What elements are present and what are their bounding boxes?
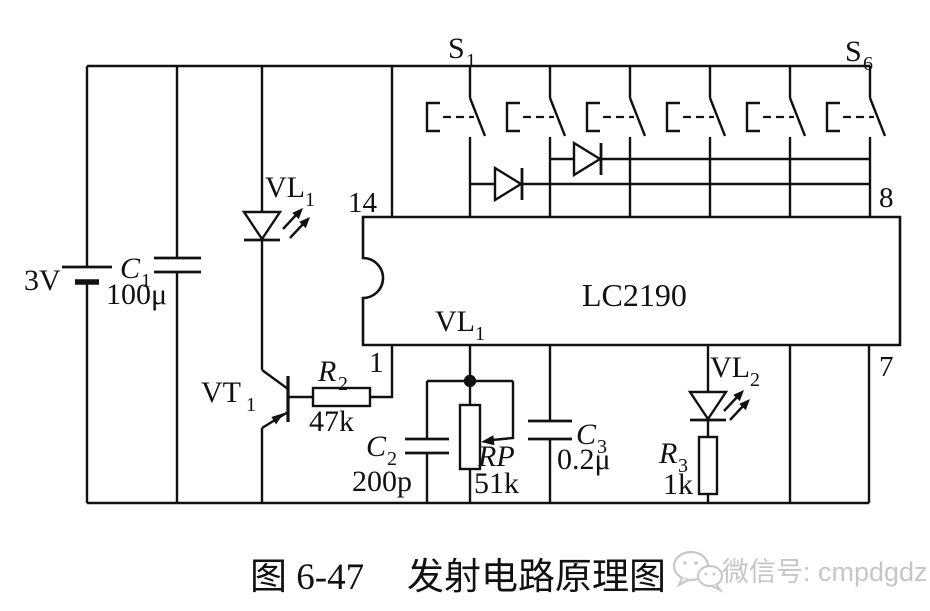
r2-ref: R <box>317 355 336 388</box>
vl2-ray1-head <box>733 390 744 402</box>
r2-wire-to-pin1 <box>370 345 394 399</box>
r3-ref: R <box>658 437 677 470</box>
vt1-ref-sub: 1 <box>246 394 256 416</box>
power-rails <box>85 64 870 505</box>
watermark: 微信号: cmpdgdz <box>672 550 928 593</box>
vl2-triangle <box>687 390 729 422</box>
vl1-ray2 <box>289 222 305 239</box>
c1-capacitor: C 1 100μ <box>106 66 201 503</box>
lower-bus-diode <box>493 165 524 203</box>
vl1-triangle <box>241 210 283 242</box>
vl1-ray2-head <box>299 217 310 229</box>
watermark-text: 微信号: cmpdgdz <box>722 557 928 587</box>
r3-resistor: R 3 1k <box>658 435 719 503</box>
ic-net-ref: VL <box>435 305 475 338</box>
c3-ref: C <box>576 418 597 451</box>
ic-pin1-label: 1 <box>369 347 384 379</box>
switch-s2 <box>505 64 567 219</box>
r2-resistor: R 2 47k <box>309 345 394 438</box>
vl2-ref: VL <box>710 351 750 384</box>
key-matrix: S 1 S 6 <box>425 32 887 219</box>
vl2-ray2 <box>729 404 745 421</box>
vl1-ref-sub: 1 <box>305 189 315 211</box>
c2-ref-sub: 2 <box>387 448 397 470</box>
figure-caption: 图 6-47 发射电路原理图 <box>250 556 666 598</box>
s6-ref-sub: 6 <box>863 53 873 75</box>
switch-s3 <box>585 64 647 219</box>
vt1-transistor: VT 1 <box>201 369 313 503</box>
ic-outline <box>361 215 902 347</box>
vl1-ray1 <box>282 213 298 230</box>
rp-potentiometer: RP 51k <box>458 381 519 503</box>
rp-wiper-wire <box>491 381 515 442</box>
switch-s5 <box>745 64 807 219</box>
c1-ref-sub: 1 <box>141 270 151 292</box>
rp-body <box>458 403 482 471</box>
vt1-collector <box>261 369 289 390</box>
ic-pin7-label: 7 <box>879 351 894 383</box>
vt1-ref: VT <box>201 376 241 409</box>
c1-ref: C <box>120 252 141 285</box>
upper-bus-diode <box>572 140 603 178</box>
vl1-ref: VL <box>265 171 305 204</box>
s6-ref: S <box>845 35 862 68</box>
ic-pin14-label: 14 <box>348 187 378 219</box>
vt1-emitter-arrow <box>271 413 284 425</box>
s1-ref-sub: 1 <box>466 50 476 72</box>
wechat-icon <box>672 550 724 593</box>
r2-ref-sub: 2 <box>338 373 348 395</box>
switch-s4 <box>665 64 727 219</box>
oscillator-network: C 2 200p RP 51k C 3 0.2μ <box>352 345 611 503</box>
ic-part-label: LC2190 <box>582 277 687 313</box>
c1-value: 100μ <box>106 278 167 311</box>
rp-value: 51k <box>474 467 519 500</box>
rp-wiper-arrow <box>481 435 495 446</box>
c3-value: 0.2μ <box>557 443 611 476</box>
switch-s1 <box>425 64 487 219</box>
upper-bus <box>550 140 870 178</box>
vl2-led: VL 2 <box>687 345 760 437</box>
vl1-ray1-head <box>292 208 303 220</box>
s1-ref: S <box>448 32 465 65</box>
battery-label: 3V <box>24 264 61 297</box>
vl1-led: VL 1 <box>241 66 315 370</box>
r3-value: 1k <box>663 468 693 501</box>
c3-capacitor: C 3 0.2μ <box>528 345 611 503</box>
caption-number: 图 6-47 <box>250 557 364 598</box>
ic-pin8-label: 8 <box>879 182 894 214</box>
switch-s6 <box>825 64 887 219</box>
vl2-ray2-head <box>739 399 750 411</box>
rp-ref: RP <box>477 440 515 473</box>
caption-title: 发射电路原理图 <box>407 556 666 598</box>
vl2-ref-sub: 2 <box>750 369 760 391</box>
c2-ref: C <box>366 430 387 463</box>
c2-capacitor: C 2 200p <box>352 381 449 503</box>
r3-ref-sub: 3 <box>678 455 688 477</box>
c3-ref-sub: 3 <box>597 436 607 458</box>
c2-value: 200p <box>352 465 412 498</box>
r3-body <box>697 435 719 496</box>
ic-net-ref-sub: 1 <box>475 323 485 345</box>
lower-bus <box>470 165 870 203</box>
battery-symbol: 3V <box>24 264 112 297</box>
ic-lc2190: LC2190 14 1 8 7 VL 1 <box>348 66 902 503</box>
r2-value: 47k <box>309 405 354 438</box>
vl2-ray1 <box>723 395 739 412</box>
